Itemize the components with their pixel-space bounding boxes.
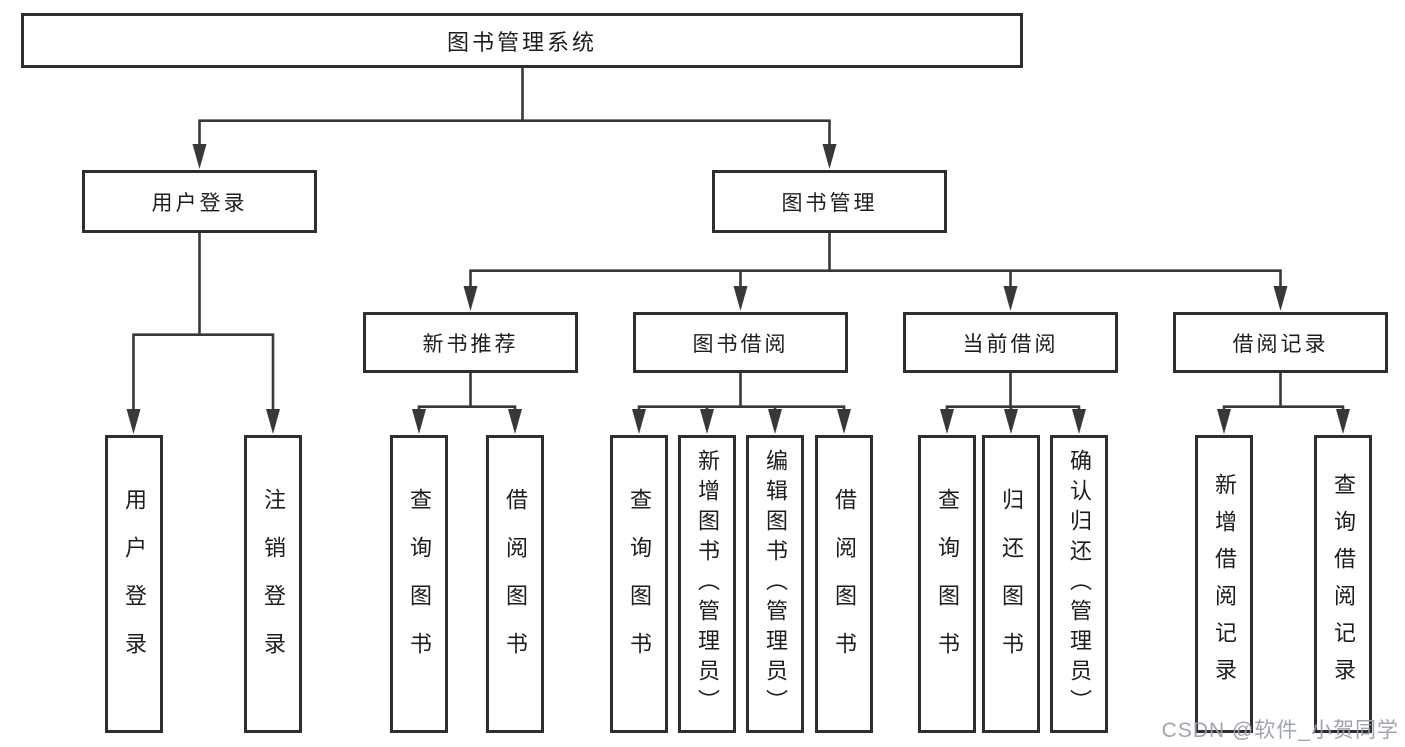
node-borrowing-records-label: 借阅记录 bbox=[1232, 332, 1329, 356]
leaf-query-books-label: 查询图书 bbox=[407, 488, 432, 680]
leaf-borrow-books: 借阅图书 bbox=[486, 435, 544, 733]
connector-book-management-to-level3 bbox=[463, 232, 1288, 311]
watermark: CSDN @软件_小贺同学 bbox=[1161, 719, 1399, 742]
leaf-query-books-2: 查询图书 bbox=[610, 435, 668, 733]
leaf-user-login-label: 用户登录 bbox=[122, 488, 147, 680]
connector-borrowing-records-to-leaves bbox=[1217, 372, 1350, 434]
leaf-query-books: 查询图书 bbox=[390, 435, 448, 733]
leaf-edit-book-admin-label: 编辑图书（管理员） bbox=[763, 449, 788, 719]
leaf-return-books-label: 归还图书 bbox=[999, 488, 1024, 680]
node-book-borrowing: 图书借阅 bbox=[633, 312, 848, 373]
node-user-login: 用户登录 bbox=[82, 170, 317, 233]
leaf-query-books-3-label: 查询图书 bbox=[935, 488, 960, 680]
leaf-query-borrow-record: 查询借阅记录 bbox=[1314, 435, 1372, 733]
leaf-confirm-return-admin-label: 确认归还（管理员） bbox=[1067, 449, 1092, 719]
leaf-query-books-3: 查询图书 bbox=[918, 435, 976, 733]
node-new-book-recommendation-label: 新书推荐 bbox=[422, 332, 519, 356]
node-borrowing-records: 借阅记录 bbox=[1173, 312, 1388, 373]
node-current-borrowing-label: 当前借阅 bbox=[962, 332, 1059, 356]
node-book-management-label: 图书管理 bbox=[781, 191, 878, 215]
leaf-return-books: 归还图书 bbox=[982, 435, 1040, 733]
leaf-add-borrow-record: 新增借阅记录 bbox=[1195, 435, 1253, 733]
connector-new-book-to-leaves bbox=[412, 372, 522, 434]
node-book-management: 图书管理 bbox=[712, 170, 947, 233]
leaf-add-book-admin-label: 新增图书（管理员） bbox=[695, 449, 720, 719]
leaf-query-borrow-record-label: 查询借阅记录 bbox=[1331, 473, 1356, 695]
leaf-logout: 注销登录 bbox=[244, 435, 302, 733]
connector-current-borrowing-to-leaves bbox=[940, 372, 1086, 434]
leaf-borrow-books-label: 借阅图书 bbox=[503, 488, 528, 680]
leaf-add-borrow-record-label: 新增借阅记录 bbox=[1212, 473, 1237, 695]
node-root-system-label: 图书管理系统 bbox=[446, 29, 597, 55]
node-book-borrowing-label: 图书借阅 bbox=[692, 332, 789, 356]
leaf-query-books-2-label: 查询图书 bbox=[627, 488, 652, 680]
leaf-add-book-admin: 新增图书（管理员） bbox=[678, 435, 736, 733]
node-user-login-label: 用户登录 bbox=[151, 191, 248, 215]
connector-root-to-level2 bbox=[192, 66, 837, 169]
connector-user-login-to-leaves bbox=[126, 232, 280, 434]
node-current-borrowing: 当前借阅 bbox=[903, 312, 1118, 373]
leaf-user-login: 用户登录 bbox=[105, 435, 163, 733]
leaf-edit-book-admin: 编辑图书（管理员） bbox=[746, 435, 804, 733]
leaf-borrow-books-2: 借阅图书 bbox=[815, 435, 873, 733]
leaf-confirm-return-admin: 确认归还（管理员） bbox=[1050, 435, 1108, 733]
node-new-book-recommendation: 新书推荐 bbox=[363, 312, 578, 373]
leaf-borrow-books-2-label: 借阅图书 bbox=[832, 488, 857, 680]
connector-book-borrowing-to-leaves bbox=[632, 372, 851, 434]
node-root-system: 图书管理系统 bbox=[21, 13, 1023, 68]
leaf-logout-label: 注销登录 bbox=[261, 488, 286, 680]
